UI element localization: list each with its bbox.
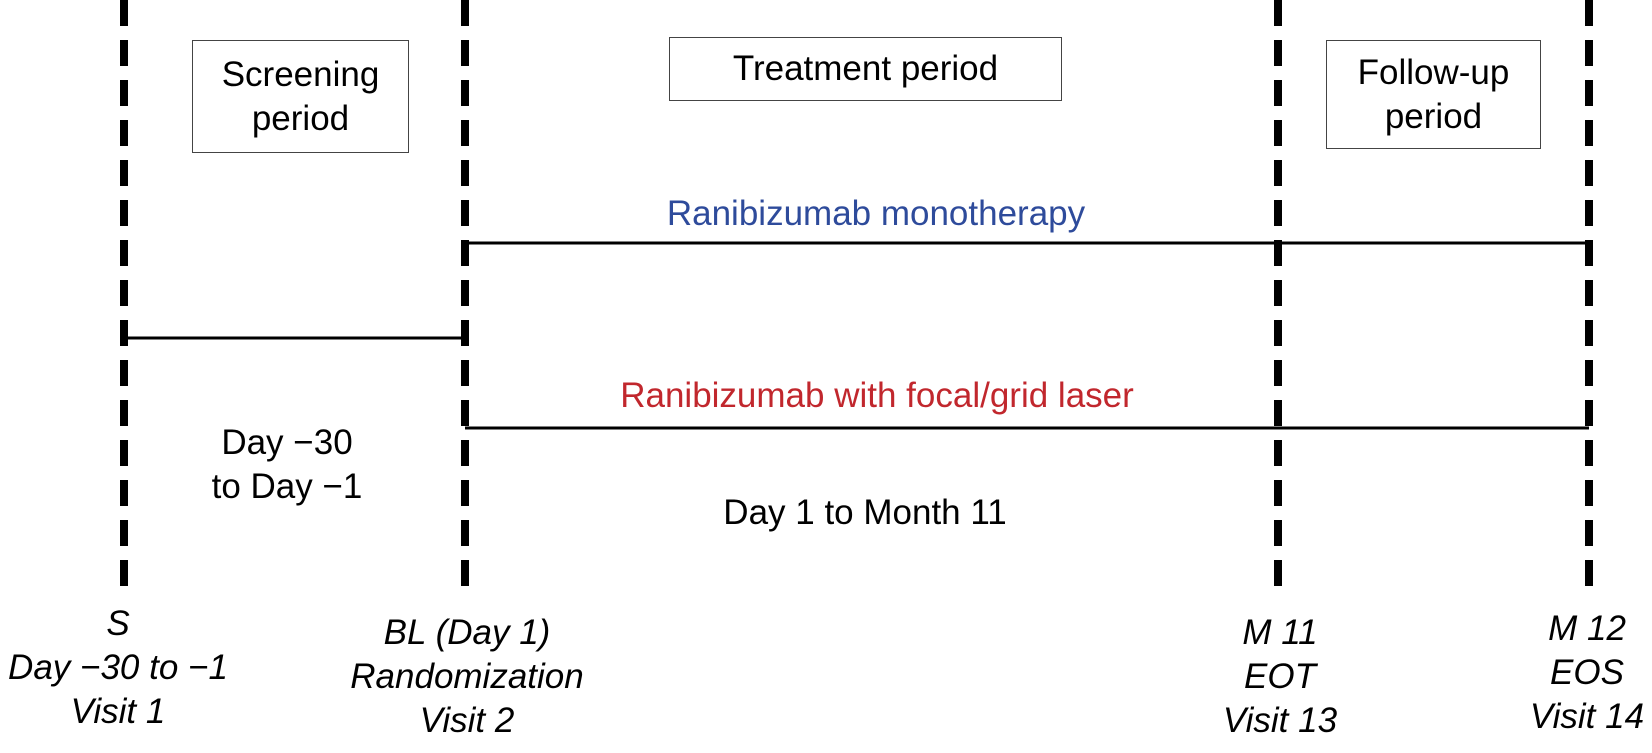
milestone-visit: Visit 14 <box>1529 697 1645 736</box>
followup-period-box: Follow-up period <box>1326 40 1541 149</box>
treatment-duration-label: Day 1 to Month 11 <box>723 493 1007 532</box>
milestone-code: BL (Day 1) <box>383 613 551 652</box>
milestone-timing: EOT <box>1244 657 1316 696</box>
milestone-code: M 12 <box>1548 609 1626 648</box>
milestone-code: M 11 <box>1242 613 1318 652</box>
milestone-timing: EOS <box>1550 653 1624 692</box>
baseline-milestone: BL (Day 1) Randomization Visit 2 <box>350 611 583 743</box>
treatment-period-box: Treatment period <box>669 37 1062 101</box>
milestone-visit: Visit 13 <box>1222 701 1338 740</box>
monotherapy-arm-label: Ranibizumab monotherapy <box>666 194 1086 233</box>
milestone-timing: Randomization <box>350 657 584 696</box>
laser-arm-label: Ranibizumab with focal/grid laser <box>620 376 1134 415</box>
milestone-visit: Visit 2 <box>419 701 515 740</box>
month12-milestone: M 12 EOS Visit 14 <box>1530 607 1644 739</box>
milestone-timing: Day −30 to −1 <box>8 648 228 687</box>
milestone-visit: Visit 1 <box>70 692 166 731</box>
screening-duration-label: Day −30 to Day −1 <box>211 423 363 506</box>
month11-milestone: M 11 EOT Visit 13 <box>1223 611 1337 743</box>
milestone-code: S <box>106 604 130 643</box>
screening-period-box: Screening period <box>192 40 409 153</box>
screening-visit-milestone: S Day −30 to −1 Visit 1 <box>8 602 228 734</box>
